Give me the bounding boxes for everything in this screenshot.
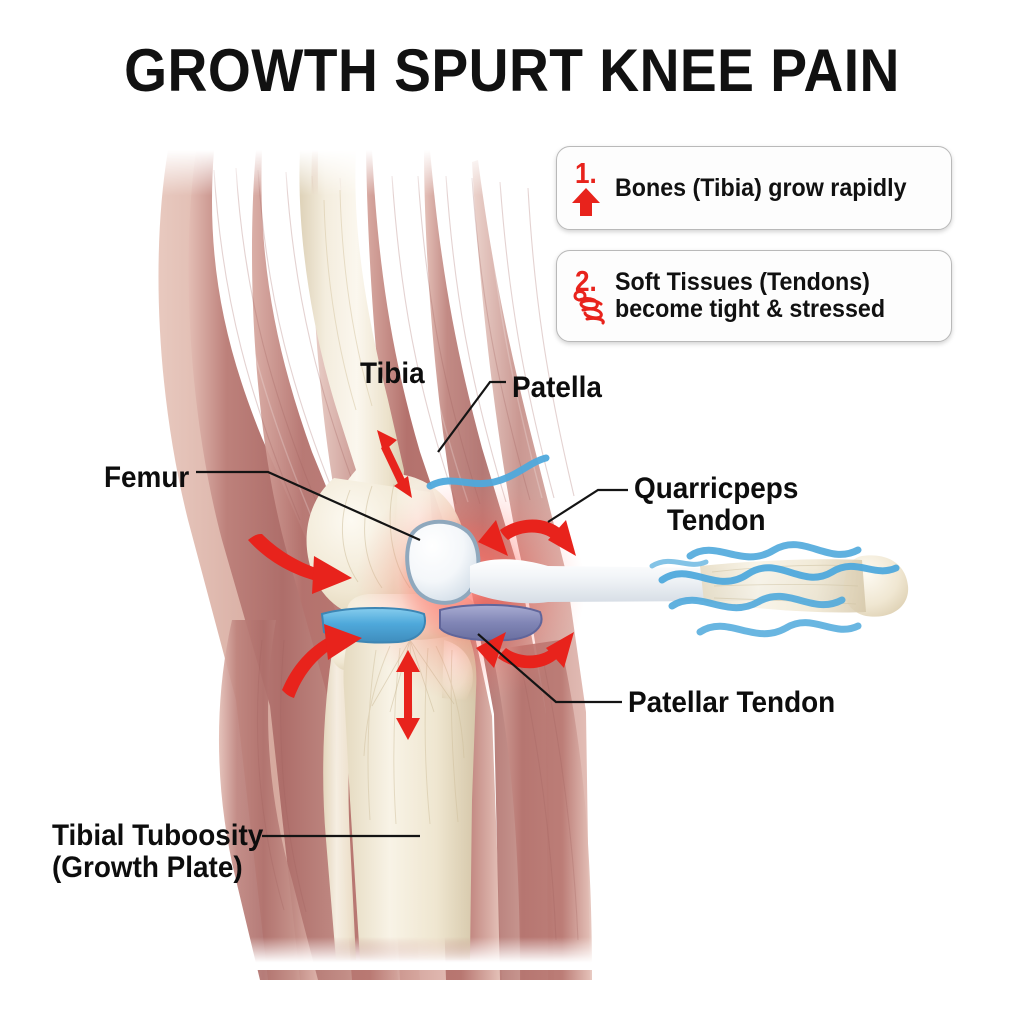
label-tibia: Tibia — [360, 357, 425, 390]
page-title: GROWTH SPURT KNEE PAIN — [124, 37, 900, 104]
stress-arrow-left-lower — [282, 624, 362, 698]
label-patella: Patella — [512, 371, 602, 404]
label-femur: Femur — [104, 461, 190, 494]
callout-2-icon-group: 2. — [569, 266, 613, 325]
callout-1-number: 1. — [575, 158, 597, 190]
leader-patella — [437, 380, 506, 453]
red-up-arrow-icon — [572, 188, 600, 216]
leader-patellar-tendon — [477, 633, 622, 704]
stress-arrow-right-upper — [478, 519, 576, 556]
label-tibial-tuberosity: Tibial Tuboosity (Growth Plate) — [52, 819, 264, 884]
growth-and-stress-arrows — [248, 430, 576, 740]
stress-arrow-right-lower — [476, 632, 574, 669]
callout-box-1[interactable]: 1. Bones (Tibia) grow rapidly — [556, 146, 952, 230]
leader-quadriceps — [547, 488, 628, 523]
callout-1-text: Bones (Tibia) grow rapidly — [615, 173, 907, 202]
bone-growth-arrow-upper — [377, 430, 412, 498]
label-leader-lines — [196, 380, 628, 838]
label-patellar-tendon: Patellar Tendon — [628, 686, 836, 719]
callout-1-icon-group: 1. — [569, 158, 613, 216]
callout-2-text: Soft Tissues (Tendons) become tight & st… — [615, 268, 886, 323]
callout-box-2[interactable]: 2. Soft Tissues (Tendons) become tight &… — [556, 250, 952, 342]
patella-bone — [405, 519, 481, 605]
leader-femur — [196, 470, 421, 542]
red-spring-coil-icon — [573, 290, 605, 325]
tension-wave-lines — [426, 454, 900, 638]
callout-2-number: 2. — [575, 266, 597, 298]
stress-arrow-left-upper — [248, 534, 352, 594]
label-quadriceps-tendon: Quarricpeps Tendon — [634, 472, 799, 537]
bone-growth-arrow-lower — [396, 650, 420, 740]
